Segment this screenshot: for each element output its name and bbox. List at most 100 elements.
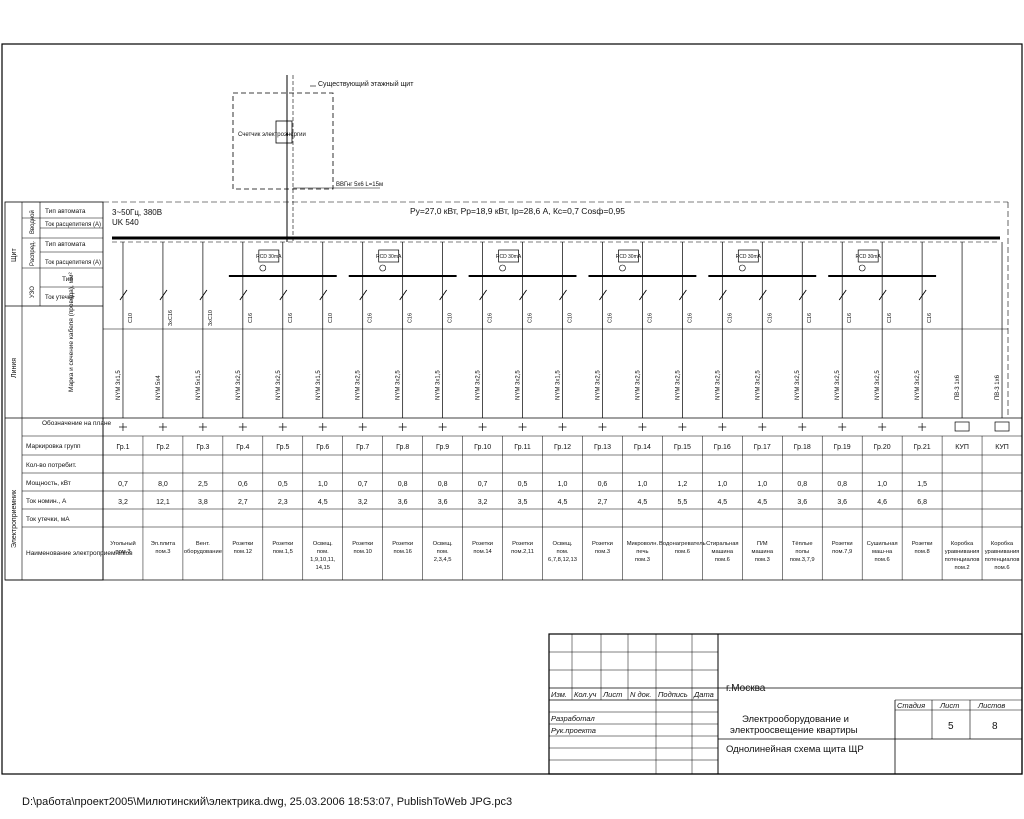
group-current: 2,3 xyxy=(278,499,288,506)
group-power: 1,0 xyxy=(558,481,568,488)
uzo-label: RCD 30mA xyxy=(376,254,402,260)
cable-mark: NYM 3х2,5 xyxy=(875,370,881,400)
breaker-symbol xyxy=(319,289,328,301)
group-current: 3,6 xyxy=(398,499,408,506)
cable-mark: NYM 3х2,5 xyxy=(396,370,402,400)
drawing-frame xyxy=(1,43,1023,775)
stamp-sheets-total: 8 xyxy=(992,721,998,732)
breaker-symbol xyxy=(679,289,687,301)
group-current: 6,8 xyxy=(917,499,927,506)
breaker-rating: C10 xyxy=(568,313,574,323)
side-receiver-label: Электроприемник xyxy=(11,489,18,548)
side-shield-label: Щит xyxy=(11,248,18,262)
group-label: Гр.9 xyxy=(436,444,449,451)
group-power: 0,6 xyxy=(598,481,608,488)
group-label: Гр.13 xyxy=(594,444,611,451)
group-power: 1,5 xyxy=(917,481,927,488)
row-current-setting2: Ток расцепителя (А) xyxy=(45,260,101,266)
group-power: 0,7 xyxy=(118,481,128,488)
group-power: 2,5 xyxy=(198,481,208,488)
breaker-rating: C10 xyxy=(448,313,454,323)
breaker-rating: C16 xyxy=(607,313,613,323)
breaker-symbol xyxy=(199,289,208,301)
uzo-device xyxy=(378,249,400,263)
breaker-rating: C16 xyxy=(887,313,893,323)
cable-mark: NYM 3х2,5 xyxy=(635,370,641,400)
breaker-rating: C16 xyxy=(847,313,853,323)
breaker-symbol xyxy=(279,289,288,301)
breaker-rating: C16 xyxy=(528,313,534,323)
left-header-column xyxy=(4,201,104,581)
title-block: Изм. Кол.уч Лист N док. Подпись Дата Раз… xyxy=(548,633,1023,775)
cable-mark: NYM 3х1,5 xyxy=(316,370,322,400)
cable-mark: NYM 5х4 xyxy=(156,375,162,400)
group-power: 8,0 xyxy=(158,481,168,488)
cable-mark: ПВ-3 1х6 xyxy=(995,374,1001,400)
group-name: Освещ.пом.6,7,8,12,13 xyxy=(548,541,577,563)
group-current: 3,6 xyxy=(797,499,807,506)
group-power: 0,6 xyxy=(238,481,248,488)
breaker-rating: C10 xyxy=(328,313,334,323)
group-current: 3,8 xyxy=(198,499,208,506)
stamp-h-list: Лист xyxy=(602,690,622,699)
cable-mark: NYM 3х1,5 xyxy=(116,370,122,400)
uzo-device xyxy=(618,249,639,263)
group-label: Гр.4 xyxy=(236,444,249,451)
row-uzo-leak: Ток утечки xyxy=(45,295,74,301)
breaker-rating: C16 xyxy=(687,313,693,323)
group-label: Гр.16 xyxy=(714,444,731,451)
breaker-rating: C16 xyxy=(927,313,933,323)
group-label: Гр.19 xyxy=(834,444,851,451)
group-current: 4,6 xyxy=(877,499,887,506)
stamp-h-sign: Подпись xyxy=(658,690,688,699)
sub-distrib-label: Распред. xyxy=(30,241,36,266)
cable-mark: ПВ-3 1х6 xyxy=(955,374,961,400)
group-label: Гр.1 xyxy=(116,444,129,451)
cable-mark: NYM 3х2,5 xyxy=(516,370,522,400)
stamp-h-kol: Кол.уч xyxy=(574,690,596,699)
stamp-sheet-no: 5 xyxy=(948,721,954,732)
cable-code-label: UK 540 xyxy=(112,218,139,227)
breaker-symbol xyxy=(159,289,168,301)
cable-mark: NYM 3х2,5 xyxy=(276,370,282,400)
uzo-device xyxy=(737,249,759,263)
group-current: 2,7 xyxy=(238,499,248,506)
group-label: Гр.5 xyxy=(276,444,289,451)
group-power: 1,2 xyxy=(678,481,688,488)
stamp-col-sheet: Лист xyxy=(939,701,959,710)
cable-mark: NYM 5х1,5 xyxy=(196,370,202,400)
cable-mark: NYM 3х1,5 xyxy=(556,370,562,400)
breaker-symbol xyxy=(878,289,887,301)
kup-symbol xyxy=(954,421,970,432)
breaker-rating: 3хC16 xyxy=(168,310,174,326)
row-power-label: Мощность, кВт xyxy=(26,480,71,487)
breaker-rating: C16 xyxy=(647,313,653,323)
row-group-label: Маркировка групп xyxy=(26,443,81,450)
group-label: Гр.6 xyxy=(316,444,329,451)
group-label: Гр.21 xyxy=(914,444,931,451)
stamp-col-stage: Стадия xyxy=(897,701,925,710)
side-line-label: Линия xyxy=(11,358,18,378)
row-uzo-type: Тип xyxy=(62,276,73,283)
breaker-symbol xyxy=(399,289,408,301)
breaker-rating: C16 xyxy=(767,313,773,323)
uzo-label: RCD 30mA xyxy=(736,254,762,260)
breaker-symbol xyxy=(439,289,447,301)
breaker-rating: C16 xyxy=(288,313,294,323)
uzo-label: RCD 30mA xyxy=(256,254,282,260)
group-power: 0,7 xyxy=(358,481,368,488)
breaker-symbol xyxy=(559,289,567,301)
group-label: Гр.14 xyxy=(634,444,651,451)
cable-mark: NYM 3х2,5 xyxy=(835,370,841,400)
breaker-symbol xyxy=(918,289,927,301)
group-power: 0,8 xyxy=(837,481,847,488)
breaker-symbol xyxy=(119,289,128,301)
